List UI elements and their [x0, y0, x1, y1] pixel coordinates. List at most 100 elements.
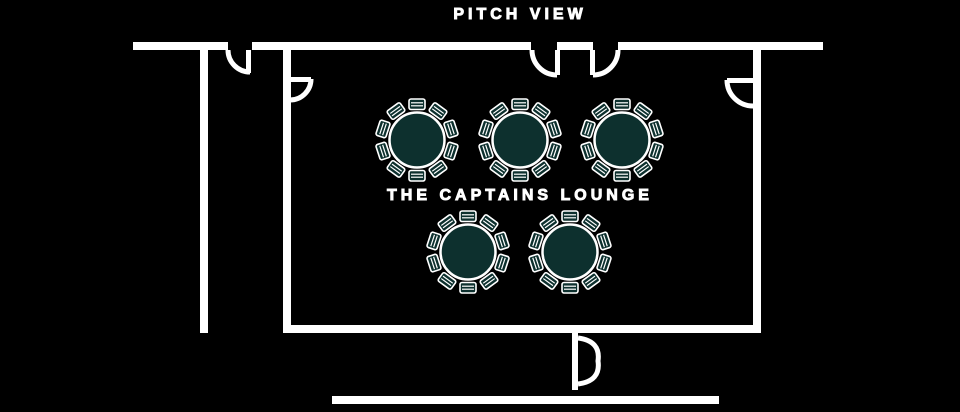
chair [539, 214, 559, 233]
chair-slat [482, 145, 488, 158]
wall-segment [133, 42, 228, 50]
chair [581, 214, 601, 233]
door-leaf [727, 78, 753, 83]
table-1[interactable] [375, 98, 459, 182]
chair-slat [494, 163, 506, 172]
door-arc [592, 49, 621, 78]
chair-slat [431, 108, 443, 117]
chair-slat [440, 217, 452, 226]
wall-segment [200, 50, 208, 333]
pitch-view-label: PITCH VIEW [453, 6, 587, 24]
chair-slat [600, 256, 605, 269]
chair [580, 119, 596, 139]
chair-slat [484, 278, 496, 287]
chair-slat [449, 122, 455, 135]
chair-slat [433, 235, 438, 248]
chair-slat [584, 145, 590, 158]
chair [478, 141, 494, 161]
wall-segment [252, 42, 531, 50]
chair [528, 231, 544, 251]
chair-slat [430, 257, 436, 270]
chair-slat [654, 145, 660, 158]
chair-slat [542, 217, 554, 226]
chair-slat [449, 145, 455, 158]
table-top [388, 111, 446, 169]
chair-slat [536, 166, 548, 175]
chair [426, 231, 442, 251]
wall-segment [753, 50, 761, 325]
chair [443, 141, 459, 161]
chair [375, 141, 391, 161]
chair-slat [532, 257, 538, 270]
chair [428, 102, 448, 121]
chair-slat [382, 123, 387, 136]
chair [408, 98, 426, 111]
wall-segment [283, 50, 291, 325]
chair [494, 253, 510, 273]
chair-slat [552, 145, 558, 158]
chair-slat [500, 257, 506, 270]
chair-slat [482, 220, 494, 229]
chair-slat [535, 235, 540, 248]
chair-slat [550, 144, 555, 157]
chair [561, 281, 579, 294]
chair-slat [550, 123, 555, 136]
chair [459, 210, 477, 223]
chair-slat [447, 123, 452, 136]
wall-segment [332, 396, 719, 404]
table-top [439, 223, 497, 281]
chair [596, 231, 612, 251]
chair-slat [500, 234, 506, 247]
chair-slat [542, 278, 554, 287]
chair [648, 119, 664, 139]
chair [489, 102, 509, 121]
door-leaf [590, 50, 595, 75]
chair-slat [379, 122, 385, 135]
chair-slat [485, 144, 490, 157]
chair [443, 119, 459, 139]
chair-slat [534, 163, 546, 172]
chair [459, 281, 477, 294]
chair [494, 231, 510, 251]
chair-slat [433, 166, 445, 175]
chair-slat [447, 144, 452, 157]
door-arc [529, 49, 558, 78]
chair-slat [638, 105, 650, 114]
table-2[interactable] [478, 98, 562, 182]
chair-slat [492, 105, 504, 114]
chair-slat [433, 256, 438, 269]
chair [546, 119, 562, 139]
chair-slat [544, 220, 556, 229]
chair [633, 159, 653, 178]
door-arc [724, 79, 754, 109]
chair [561, 210, 579, 223]
chair [386, 102, 406, 121]
chair-slat [532, 234, 538, 247]
table-top [593, 111, 651, 169]
chair [511, 98, 529, 111]
table-5[interactable] [528, 210, 612, 294]
chair [426, 253, 442, 273]
door-arc [577, 335, 601, 387]
chair [511, 169, 529, 182]
chair [528, 253, 544, 273]
table-3[interactable] [580, 98, 664, 182]
chair-slat [654, 122, 660, 135]
chair-slat [636, 163, 648, 172]
chair [531, 159, 551, 178]
chair [531, 102, 551, 121]
chair [580, 141, 596, 161]
chair-slat [594, 105, 606, 114]
chair-slat [602, 257, 608, 270]
chair [479, 214, 499, 233]
chair-slat [442, 220, 454, 229]
chair-slat [602, 234, 608, 247]
wall-segment [557, 42, 593, 50]
chair-slat [433, 105, 445, 114]
door-arc [289, 78, 314, 103]
chair-slat [498, 235, 503, 248]
table-4[interactable] [426, 210, 510, 294]
chair-slat [389, 166, 401, 175]
chair [648, 141, 664, 161]
door-leaf [291, 77, 311, 82]
